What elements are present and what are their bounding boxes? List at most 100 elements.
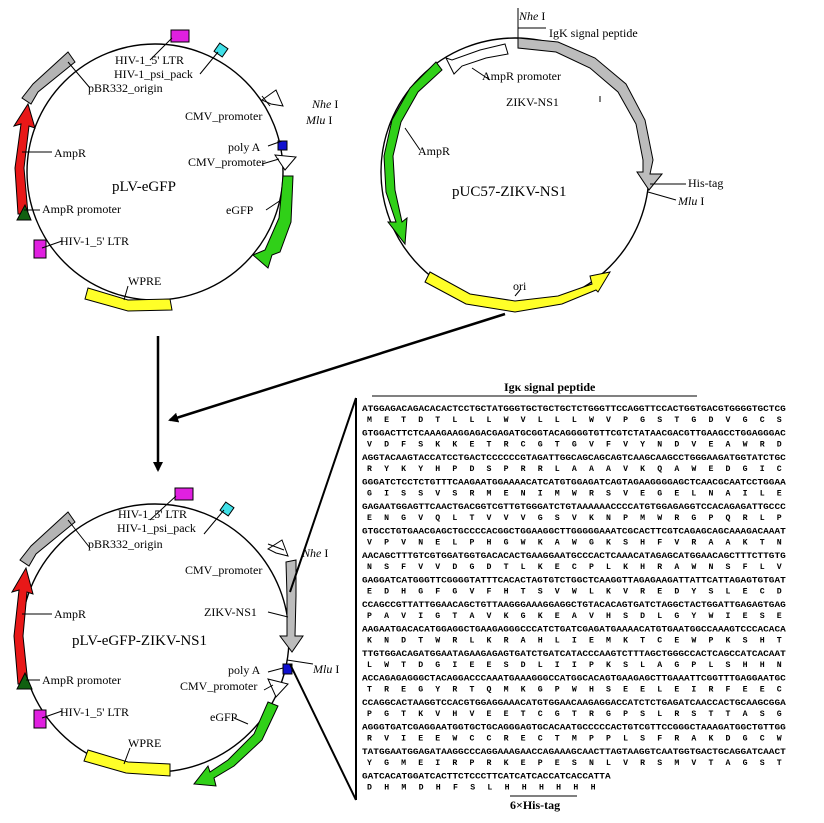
plasmid-puc57-zikv-ns1: Nhe I IgK signal peptide AmpR promoter Z… — [380, 8, 723, 313]
amino-acid-line: R Y K Y H P D S P R R L A A A V K Q A W … — [367, 465, 782, 474]
label-zikv-ns1: ZIKV-NS1 — [204, 605, 257, 619]
pbr332-origin-feature — [21, 51, 76, 105]
amino-acid-line: E D H G F G V F H T S V W L K V R E D Y … — [367, 588, 782, 597]
label-cmv-promoter-2: CMV_promoter — [188, 155, 265, 169]
ampr-feature — [10, 566, 34, 685]
ampr-promoter-feature — [16, 671, 33, 690]
sequence-footer: 6×His-tag — [510, 798, 560, 812]
label-zikv-ns1: ZIKV-NS1 — [506, 95, 559, 109]
label-mlu-site: Mlu I — [305, 113, 332, 127]
amino-acid-line: G I S S V S R M E N I M W R S V E G E L … — [367, 490, 782, 499]
zikv-ns1-feature — [517, 37, 664, 191]
amino-acid-line: L W T D G I E E S D L I I P K S L A G P … — [367, 661, 782, 670]
ltr-top-feature — [170, 29, 190, 43]
label-psi-pack: HIV-1_psi_pack — [117, 521, 196, 535]
label-ampr-promoter: AmpR promoter — [42, 673, 121, 687]
amino-acid-line: R V I E E W C C R E C T M P P L S F R A … — [367, 735, 782, 744]
dna-sequence-line: ACCAGAGAGGGCTACAGGACCCAAATGAAAGGGCCATGGC… — [362, 675, 786, 684]
psi-pack-feature — [213, 42, 229, 58]
plasmid-plv-egfp: HIV-1_5' LTR HIV-1_psi_pack pBR332_origi… — [12, 29, 338, 312]
label-wpre: WPRE — [128, 274, 161, 288]
plasmid-name: pLV-eGFP — [112, 179, 176, 195]
ltr-bottom-feature — [33, 239, 47, 259]
zikv-ns1-feature — [279, 559, 304, 653]
dna-sequence-line: CCAGGCACTAAGGTCCACGTGGAGGAAACATGTGGAACAA… — [362, 699, 786, 708]
cmv-promoter-feature-1 — [260, 89, 284, 107]
plasmid-name: pUC57-ZIKV-NS1 — [452, 184, 566, 200]
dna-sequence-line: AAGAATGACACATGGAGGCTGAAGAGGGCCCATCTGATCG… — [362, 626, 786, 635]
ampr-feature — [383, 61, 443, 246]
label-ampr: AmpR — [418, 144, 450, 158]
ltr-top-feature — [174, 487, 194, 501]
cmv-promoter-feature-2 — [274, 154, 297, 171]
amino-acid-line: K N D T W R L K R A H L I E M K T C E W … — [367, 637, 782, 646]
label-ltr-bottom: HIV-1_5' LTR — [60, 705, 129, 719]
leader-lines — [404, 8, 686, 297]
label-ampr-promoter: AmpR promoter — [42, 202, 121, 216]
amino-acid-line: T R E G Y R T Q M K G P W H S E E L E I … — [367, 686, 782, 695]
dna-sequence-line: TTGTGGACAGATGGAATAGAAGAGAGTGATCTGATCATAC… — [362, 650, 786, 659]
label-egfp: eGFP — [210, 710, 238, 724]
label-mlu-site: Mlu I — [677, 194, 704, 208]
plasmid-name: pLV-eGFP-ZIKV-NS1 — [72, 633, 207, 649]
ampr-promoter-feature — [16, 203, 32, 221]
amino-acid-line: M E T D T L L L W V L L L W V P G S T G … — [367, 416, 782, 425]
dna-sequence-line: AGGTACAAGTACCATCCTGACTCCCCCCGTAGATTGGCAG… — [362, 454, 786, 463]
label-psi-pack: HIV-1_psi_pack — [114, 67, 193, 81]
dna-sequence-line: GAGAATGGAGTTCAACTGACGGTCGTTGTGGGATCTGTAA… — [362, 503, 786, 512]
label-ori: ori — [513, 279, 527, 293]
label-ampr-promoter: AmpR promoter — [482, 69, 561, 83]
amino-acid-line: D H M D H F S L H H H H H H — [367, 784, 596, 793]
amino-acid-line: P A V I G T A V K G K E A V H S D L G Y … — [367, 612, 782, 621]
label-ampr: AmpR — [54, 146, 86, 160]
dna-sequence-line: GTGCCTGTGAACGAGCTGCCCCACGGCTGGAAGGCTTGGG… — [362, 528, 786, 537]
label-poly-a: poly A — [228, 140, 261, 154]
dna-sequence-line: GATCACATGGATCACTTCTCCCTTCATCATCACCATCACC… — [362, 773, 611, 782]
arrow-diagonal — [168, 312, 506, 423]
plasmid-plv-egfp-zikv-ns1: HIV-1_5' LTR HIV-1_psi_pack pBR332_origi… — [10, 487, 339, 787]
poly-a-feature — [277, 140, 288, 151]
label-nhe-site: Nhe I — [301, 546, 328, 560]
label-poly-a: poly A — [228, 663, 261, 677]
wpre-feature — [84, 287, 173, 312]
cmv-promoter-feature-2 — [267, 678, 289, 698]
label-cmv-promoter-2: CMV_promoter — [180, 679, 257, 693]
label-pbr332-origin: pBR332_origin — [88, 537, 163, 551]
label-nhe-site: Nhe I — [311, 97, 338, 111]
label-ltr-top: HIV-1_5' LTR — [115, 53, 184, 67]
amino-acid-line: E N G V Q L T V V V G S V K N P M W R G … — [367, 514, 782, 523]
label-ampr: AmpR — [54, 607, 86, 621]
dna-sequence-line: GGGATCTCCTCTGTTTCAAGAATGGAAAACATCATGTGGA… — [362, 479, 786, 488]
dna-sequence-line: AGGGTGATCGAGGAATGGTGCTGCAGGGAGTGCACAATGC… — [362, 724, 786, 733]
ltr-bottom-feature — [33, 709, 47, 729]
label-nhe-site: Nhe I — [518, 9, 545, 23]
sequence-rows: ATGGAGACAGACACACTCCTGCTATGGGTGCTGCTGCTCT… — [362, 405, 786, 793]
dna-sequence-line: CCAGCCGTTATTGGAACAGCTGTTAAGGGAAAGGAGGCTG… — [362, 601, 786, 610]
dna-sequence-line: GAGGATCATGGGTTCGGGGTATTTCACACTAGTGTCTGGC… — [362, 577, 786, 586]
sequence-header: Igκ signal peptide — [504, 380, 596, 394]
dna-sequence-line: ATGGAGACAGACACACTCCTGCTATGGGTGCTGCTGCTCT… — [362, 405, 786, 414]
leader-lines — [22, 37, 283, 301]
label-pbr332-origin: pBR332_origin — [88, 81, 163, 95]
label-his-tag: His-tag — [688, 176, 723, 190]
label-cmv-promoter-1: CMV_promoter — [185, 563, 262, 577]
amino-acid-line: V P V N E L P H G W K A W G K S H F V R … — [367, 539, 782, 548]
leader-lines — [22, 495, 314, 765]
zoom-line-bottom — [289, 663, 357, 801]
wpre-feature — [83, 749, 171, 777]
dna-sequence-line: AACAGCTTTGTCGTGGATGGTGACACACTGAAGGAATGCC… — [362, 552, 786, 561]
label-mlu-site: Mlu I — [312, 662, 339, 676]
dna-sequence-line: GTGGACTTCTCAAAGAAGGAGACGAGATGCGGTACAGGGG… — [362, 430, 786, 439]
amino-acid-line: N S F V V D G D T L K E C P L K H R A W … — [367, 563, 782, 572]
label-igk-signal-peptide: IgK signal peptide — [549, 26, 638, 40]
dna-sequence-line: TATGGAATGGAGATAAGGCCCAGGAAAGAACCAGAAAGCA… — [362, 748, 786, 757]
ampr-feature — [12, 102, 36, 215]
label-ltr-top: HIV-1_5' LTR — [118, 507, 187, 521]
psi-pack-feature — [219, 501, 235, 517]
amino-acid-line: V D F S K K E T R C G T G V F V Y N D V … — [367, 441, 782, 450]
label-cmv-promoter-1: CMV_promoter — [185, 109, 262, 123]
ori-feature — [424, 271, 612, 313]
amino-acid-line: P G T K V H V E E T C G T R G P S L R S … — [367, 710, 782, 719]
amino-acid-line: Y G M E I R P R K E P E S N L V R S M V … — [367, 759, 782, 768]
